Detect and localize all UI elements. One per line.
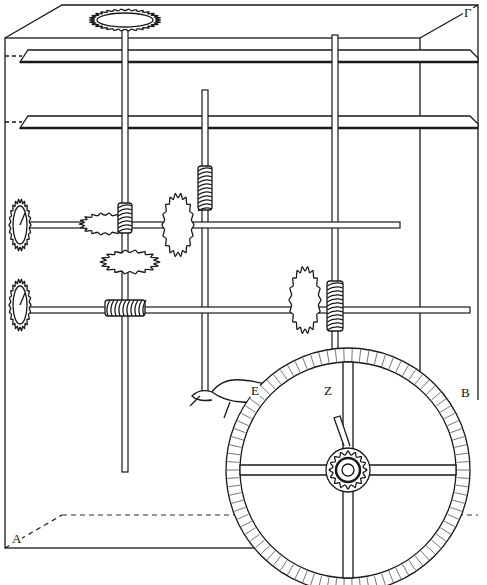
corner-letter: B [460, 386, 471, 399]
shelf [5, 50, 478, 128]
drive-wheel [226, 348, 470, 585]
gear-wheel [100, 250, 160, 274]
gear [9, 9, 343, 333]
worm-screw [105, 300, 146, 316]
gear-wheel [9, 199, 31, 250]
gear-wheel [162, 193, 194, 256]
gear-wheel [89, 9, 161, 31]
corner-letter: Γ [463, 6, 473, 19]
worm-screw [327, 281, 343, 331]
figure-letter: Z [323, 384, 333, 397]
figure-letter: E [250, 384, 260, 397]
worm-screw [198, 166, 212, 211]
corner-letter: A [11, 532, 22, 545]
gear-wheel [289, 267, 321, 334]
worm-screw [118, 203, 132, 233]
gear-wheel [9, 279, 31, 330]
